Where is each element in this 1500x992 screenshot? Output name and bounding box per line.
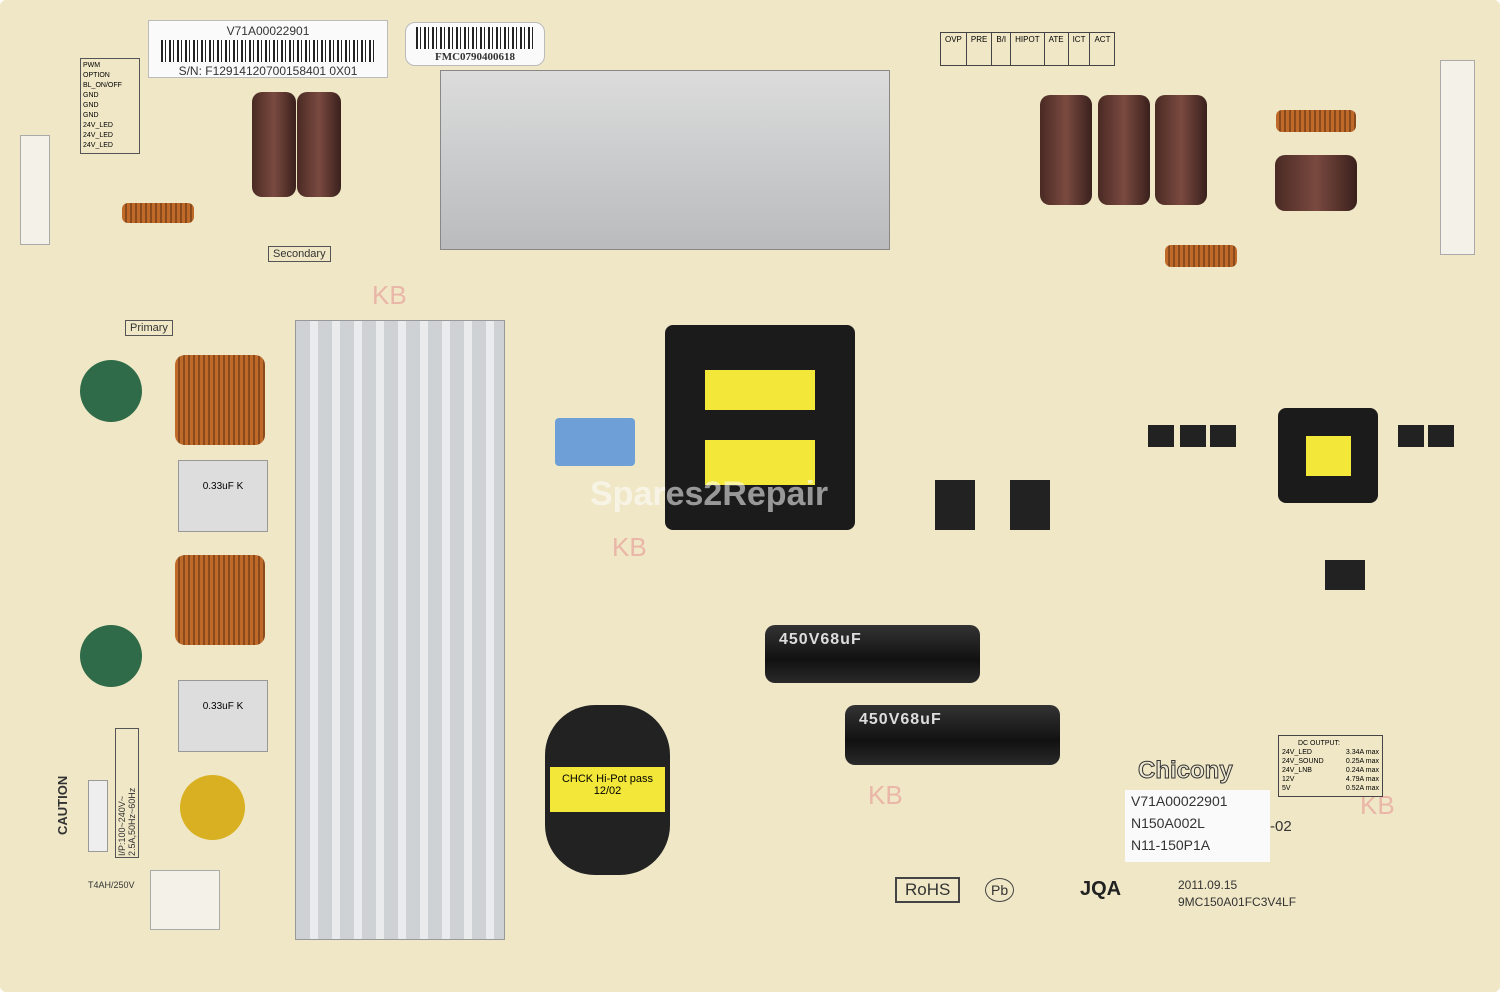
optocoupler	[1428, 425, 1454, 447]
kb-mark: KB	[1360, 790, 1395, 820]
pin-label: BL_ON/OFF	[83, 82, 122, 89]
serial-number: S/N: F12914120700158401 0X01	[178, 64, 358, 78]
serial-sticker: V71A00022901 S/N: F12914120700158401 0X0…	[148, 20, 388, 78]
connector-input	[150, 870, 220, 930]
test-cell: ACT	[1094, 35, 1111, 44]
board-code: 9MC150A01FC3V4LF	[1178, 895, 1297, 909]
ground-trace-left	[25, 262, 57, 912]
connector-left	[20, 135, 50, 245]
ground-trace-right-vert	[1440, 390, 1472, 950]
test-cell: ATE	[1045, 33, 1069, 65]
fuse	[88, 780, 108, 852]
line-filter-lf2	[175, 355, 265, 445]
primary-label: Primary	[125, 320, 173, 336]
ic-u801	[1325, 560, 1365, 590]
pin-label: GND	[83, 102, 99, 109]
ground-trace-primary	[25, 262, 635, 294]
barcode	[416, 27, 534, 49]
optocoupler	[1148, 425, 1174, 447]
test-cell: HIPOT	[1011, 33, 1045, 65]
capacitor-c411	[1275, 155, 1357, 211]
test-cell: OVP	[941, 33, 967, 65]
kb-mark: KB	[372, 280, 407, 310]
secondary-label: Secondary	[268, 246, 331, 262]
input-rating: I/P:100~240V~ 2.5A,50Hz~60Hz	[115, 728, 139, 858]
fmc-sticker: FMC0790400618	[405, 22, 545, 66]
model-number: N150A002L	[1131, 815, 1205, 831]
bulk-capacitor-c1b: 450V68uF	[845, 705, 1060, 765]
fmc-number: FMC0790400618	[434, 51, 516, 63]
pin-label: 24V_LED	[83, 132, 113, 139]
capacitor-c210c	[1040, 95, 1092, 205]
bulk-capacitor-c1a: 450V68uF	[765, 625, 980, 683]
standby-transformer	[1278, 408, 1378, 503]
pin-label: GND	[83, 92, 99, 99]
capacitor-c210b	[1098, 95, 1150, 205]
varistor	[80, 625, 142, 687]
main-transformer	[665, 325, 855, 530]
pb-free-mark: Pb	[985, 878, 1015, 902]
ground-trace-right	[860, 390, 1470, 422]
pfc-choke: CHCK Hi-Pot pass 12/02	[545, 705, 670, 875]
connector-right	[1440, 60, 1475, 255]
inductor-l280	[1165, 245, 1237, 267]
x-capacitor: 0.33uF K	[178, 680, 268, 752]
barcode	[161, 40, 375, 62]
test-cell: B/I	[992, 33, 1012, 65]
pin-label: GND	[83, 112, 99, 119]
optocoupler	[1210, 425, 1236, 447]
line-filter-lf1	[175, 555, 265, 645]
capacitor-c410b	[297, 92, 341, 197]
part-number: V71A00022901	[226, 24, 310, 38]
caution-label: CAUTION	[55, 775, 70, 835]
x-capacitor: 0.33uF K	[178, 460, 268, 532]
heatsink-top	[440, 70, 890, 250]
fuse-rating: T4AH/250V	[88, 880, 135, 890]
pin-label: 24V_LED	[83, 122, 113, 129]
rev-suffix: -02	[1270, 818, 1292, 835]
pin-label: OPTION	[83, 72, 110, 79]
mosfet-q102	[1010, 480, 1050, 530]
watermark: Spares2Repair	[590, 475, 829, 513]
varistor	[80, 360, 142, 422]
model-sticker: V71A00022901 N150A002L N11-150P1A	[1125, 790, 1270, 862]
model-board: N11-150P1A	[1131, 837, 1211, 853]
test-cell: PRE	[967, 33, 993, 65]
film-capacitor-c2	[555, 418, 635, 466]
rohs-mark: RoHS	[895, 877, 961, 903]
capacitor-c210a	[1155, 95, 1207, 205]
optocoupler	[1180, 425, 1206, 447]
pin-table: PWM OPTION BL_ON/OFF GND GND GND 24V_LED…	[80, 58, 140, 154]
choke-label: CHCK Hi-Pot pass 12/02	[550, 767, 665, 812]
brand-logo: Chicony	[1138, 757, 1234, 785]
model-part: V71A00022901	[1131, 793, 1228, 809]
kb-mark: KB	[612, 532, 647, 562]
y-capacitor	[180, 775, 245, 840]
test-table: OVP PRE B/I HIPOT ATE ICT ACT	[940, 32, 1116, 66]
date-code: 2011.09.15	[1178, 878, 1238, 892]
optocoupler	[1398, 425, 1424, 447]
pin-label: PWM	[83, 62, 101, 69]
pin-label: 24V_LED	[83, 142, 113, 149]
capacitor-c410a	[252, 92, 296, 197]
kb-mark: KB	[868, 780, 903, 810]
jqa-logo: JQA	[1080, 878, 1122, 900]
dc-output-title: DC OUTPUT:	[1298, 740, 1340, 747]
inductor-l410	[122, 203, 194, 223]
inductor-l430	[1276, 110, 1356, 132]
test-cell: ICT	[1069, 33, 1091, 65]
mosfet-q101	[935, 480, 975, 530]
heatsink-primary	[295, 320, 505, 940]
